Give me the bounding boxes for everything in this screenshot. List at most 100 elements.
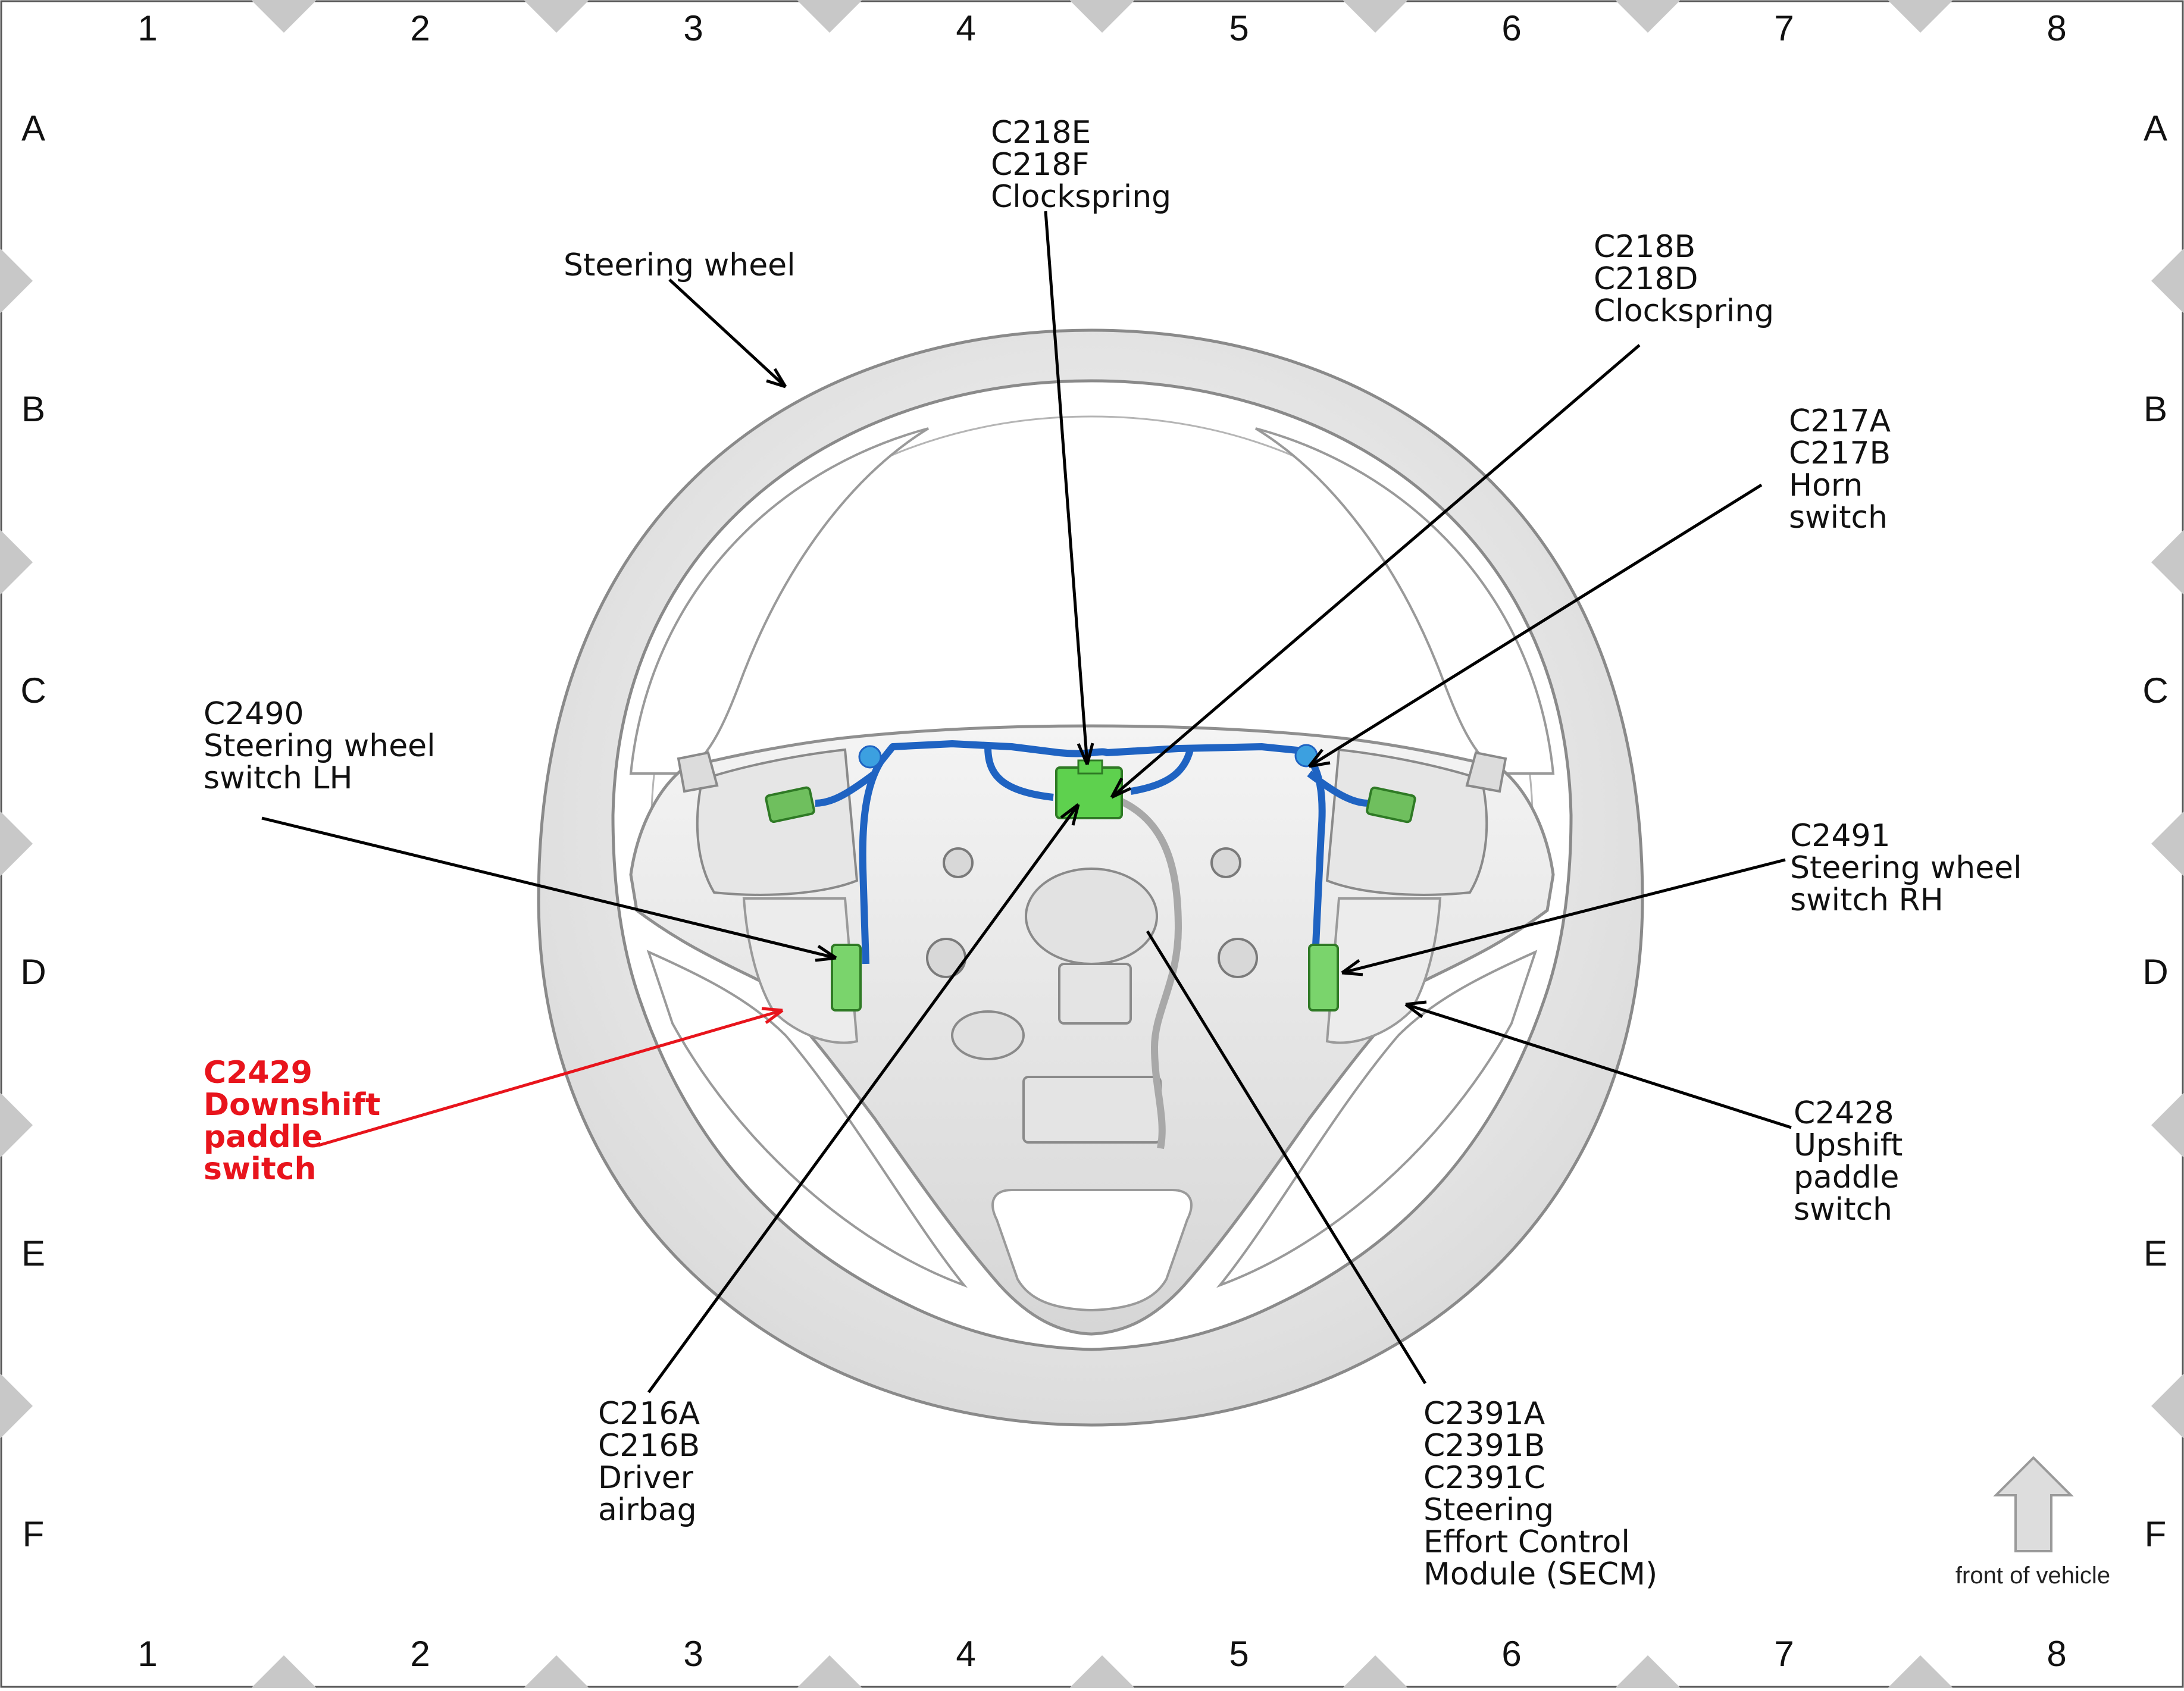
grid-row-label: C xyxy=(2142,671,2168,710)
grid-col-label: 1 xyxy=(137,8,157,48)
wiring-harness-branch xyxy=(1307,771,1369,807)
grid-col-label: 4 xyxy=(956,1634,975,1674)
label-line: C218B xyxy=(1594,229,1695,265)
grid-col-label: 8 xyxy=(2047,8,2066,48)
label-line: airbag xyxy=(598,1492,697,1528)
grid-marker-bottom xyxy=(1615,1655,1681,1688)
left-paddle xyxy=(677,751,719,793)
leader-arrowhead xyxy=(1341,959,1360,975)
label-c216: C216A C216B Driver airbag xyxy=(598,1396,700,1528)
leader-arrowhead xyxy=(1077,743,1089,765)
grid-marker-right xyxy=(2151,248,2184,314)
connector-switch-lh xyxy=(831,944,862,1012)
label-line: C2490 xyxy=(204,696,304,732)
label-line: C2429 xyxy=(204,1055,312,1091)
grid-col-label: 5 xyxy=(1229,8,1249,48)
leader-c218bd xyxy=(1110,344,1641,798)
grid-row-label: A xyxy=(21,108,45,148)
leader-arrowhead xyxy=(1085,743,1094,765)
label-line: switch LH xyxy=(204,760,353,796)
grid-col-label: 2 xyxy=(410,1634,430,1674)
grid-marker-left xyxy=(0,530,33,595)
grid-row-label: C xyxy=(20,671,46,710)
label-c2429: C2429 Downshift paddle switch xyxy=(204,1055,380,1187)
grid-marker-left xyxy=(0,248,33,314)
wiring-harness-branch xyxy=(984,746,1054,801)
grid-marker-top xyxy=(1615,0,1681,33)
grid-marker-left xyxy=(0,811,33,876)
front-of-vehicle-indicator: front of vehicle xyxy=(1955,1456,2110,1589)
leader-arrowhead xyxy=(773,368,787,388)
label-line: Upshift xyxy=(1794,1128,1903,1163)
callout-labels: Steering wheel C218E C218F Clockspring C… xyxy=(204,115,2022,1592)
grid-marker-right xyxy=(2151,1373,2184,1439)
wiring-harness-branch xyxy=(1130,749,1194,795)
label-line: Downshift xyxy=(204,1087,380,1123)
grid-col-label: 3 xyxy=(683,8,703,48)
up-arrow-icon xyxy=(1993,1456,2074,1552)
secm-cable xyxy=(1117,797,1182,1150)
leader-c218ef xyxy=(1044,211,1089,765)
grid-marker-right xyxy=(2151,811,2184,876)
grid-col-label: 6 xyxy=(1501,8,1521,48)
leader-arrowhead xyxy=(1110,787,1132,799)
leader-arrowhead xyxy=(817,944,837,960)
leader-c2491 xyxy=(1341,858,1786,975)
label-line: C2391B xyxy=(1423,1428,1545,1464)
hub-bolt xyxy=(1218,938,1258,978)
grid-col-label: 1 xyxy=(137,1634,157,1674)
label-line: Steering wheel xyxy=(1790,850,2022,886)
label-c217: C217A C217B Horn switch xyxy=(1789,403,1891,536)
connector-switch-rh xyxy=(1308,944,1339,1012)
grid-marker-bottom xyxy=(524,1655,589,1688)
wheel-upper-opening xyxy=(629,427,930,775)
grid-col-label: 4 xyxy=(956,8,975,48)
wheel-upper-opening xyxy=(1254,427,1555,775)
leader-lines xyxy=(261,211,1792,1393)
wheel-rim xyxy=(537,328,1644,1427)
label-line: switch xyxy=(1789,500,1888,536)
grid-col-label: 6 xyxy=(1501,1634,1521,1674)
label-line: Steering xyxy=(1423,1492,1554,1528)
connector-horn-lh xyxy=(765,786,815,823)
grid-marker-bottom xyxy=(251,1655,317,1688)
wiring-harness-branch xyxy=(815,771,877,807)
leader-arrowhead xyxy=(1341,971,1363,976)
right-paddle xyxy=(1465,751,1507,793)
label-line: C217B xyxy=(1789,436,1891,471)
hub-boss xyxy=(1025,868,1158,965)
grid-col-label: 2 xyxy=(410,8,430,48)
grid-col-label: 7 xyxy=(1774,8,1794,48)
label-c2391: C2391A C2391B C2391C Steering Effort Con… xyxy=(1423,1396,1657,1592)
leader-arrowhead xyxy=(815,956,837,962)
leader-arrowhead xyxy=(1071,804,1080,826)
hub-bolt xyxy=(1210,847,1241,878)
leader-c2429 xyxy=(318,1009,783,1147)
hub-bolt xyxy=(926,938,966,978)
harness-clip xyxy=(858,745,882,769)
leader-arrowhead xyxy=(1309,761,1331,768)
grid-marker-bottom xyxy=(1069,1655,1135,1688)
grid-row-label: F xyxy=(2145,1514,2167,1554)
leader-arrowhead xyxy=(761,1007,783,1012)
grid-row-label: B xyxy=(21,389,45,429)
grid-marker-left xyxy=(0,1092,33,1158)
grid-row-label: D xyxy=(2142,952,2168,992)
wheel-side-opening xyxy=(646,950,968,1288)
grid-marker-top xyxy=(251,0,317,33)
grid-col-label: 7 xyxy=(1774,1634,1794,1674)
label-line: paddle xyxy=(1794,1160,1899,1195)
label-line: C218D xyxy=(1594,261,1698,297)
leader-c2428 xyxy=(1405,1003,1792,1129)
label-line: Steering wheel xyxy=(564,248,796,283)
leader-arrowhead xyxy=(1405,1000,1427,1006)
leader-c2391 xyxy=(1146,930,1427,1385)
grid-marker-top xyxy=(1343,0,1408,33)
leader-arrowhead xyxy=(1060,803,1080,819)
grid-col-label: 3 xyxy=(683,1634,703,1674)
leader-c2490 xyxy=(261,816,837,960)
label-line: Steering wheel xyxy=(204,728,436,764)
label-line: switch xyxy=(204,1151,317,1187)
